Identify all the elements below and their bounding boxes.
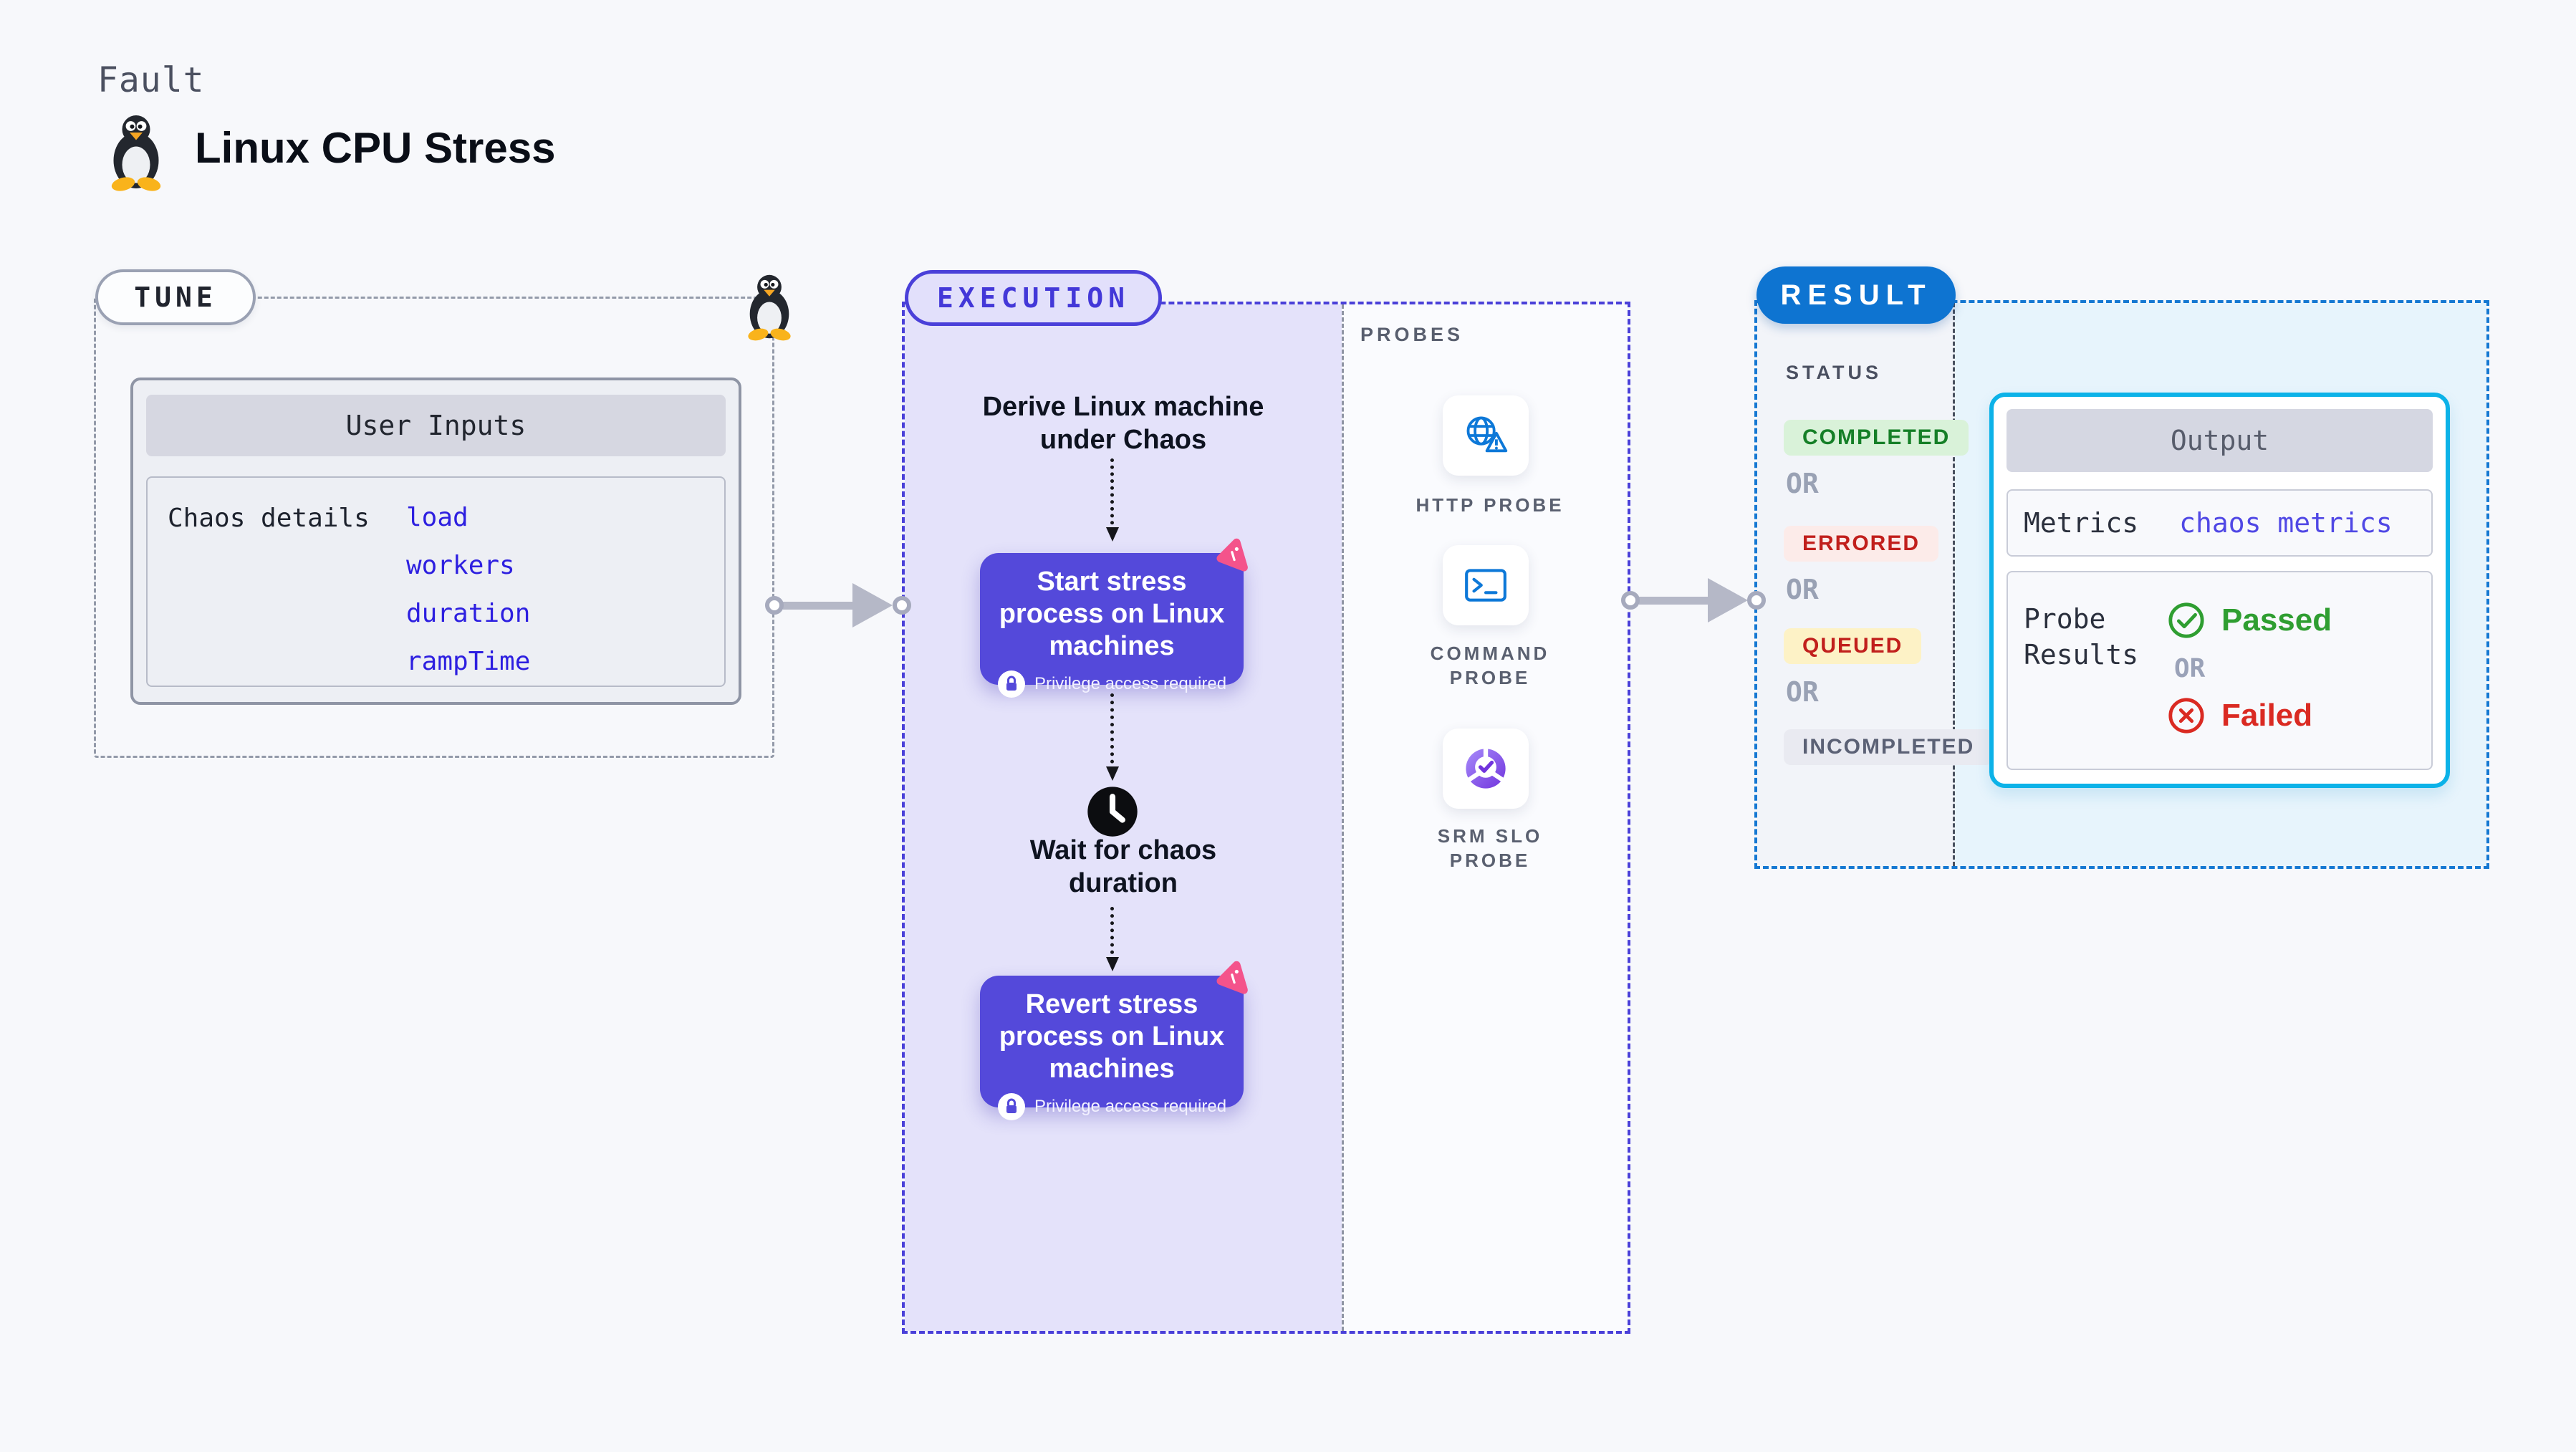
user-inputs-title: User Inputs xyxy=(146,395,726,456)
metrics-label: Metrics xyxy=(2024,507,2139,539)
probes-label: PROBES xyxy=(1360,324,1464,345)
srm-slo-probe-card xyxy=(1443,729,1529,809)
start-stress-step: Start stress process on Linux machines P… xyxy=(980,538,1248,698)
fault-kicker: Fault xyxy=(97,60,205,100)
arrow-tune-to-execution-head xyxy=(852,583,893,628)
status-label: STATUS xyxy=(1786,362,1882,383)
linux-penguin-icon xyxy=(111,115,161,191)
lock-icon xyxy=(997,1093,1025,1120)
output-title: Output xyxy=(2007,409,2433,472)
lock-icon xyxy=(997,670,1025,698)
param-link-workers[interactable]: workers xyxy=(406,551,515,580)
passed-label: Passed xyxy=(2221,602,2332,638)
chaos-details-label: Chaos details xyxy=(168,504,370,533)
connector-dot xyxy=(1621,591,1640,610)
http-probe-card xyxy=(1443,395,1529,476)
command-probe-label: COMMAND PROBE xyxy=(1430,643,1550,688)
or-separator: OR xyxy=(1786,574,1819,605)
arrow-execution-to-result-line xyxy=(1639,597,1709,605)
derive-step-text: Derive Linux machine under Chaos xyxy=(982,392,1264,455)
param-list: load workers duration rampTime xyxy=(406,494,530,686)
flow-arrow-down xyxy=(1106,907,1119,971)
tune-section xyxy=(94,297,774,758)
user-inputs-card: User Inputs Chaos details load workers d… xyxy=(130,378,741,705)
linux-penguin-icon-small xyxy=(748,274,791,341)
flow-arrow-down xyxy=(1106,693,1119,781)
failed-label: Failed xyxy=(2221,698,2313,733)
privilege-note: Privilege access required xyxy=(1034,674,1227,693)
globe-alert-icon xyxy=(1466,416,1508,453)
slo-donut-check-icon xyxy=(1466,747,1506,789)
clock-icon xyxy=(1087,787,1138,837)
result-badge: RESULT xyxy=(1756,266,1956,324)
execution-badge: EXECUTION xyxy=(905,270,1162,326)
probe-results-values: Passed OR Failed xyxy=(2167,601,2332,769)
status-errored-badge: ERRORED xyxy=(1784,526,1939,562)
param-link-duration[interactable]: duration xyxy=(406,599,531,628)
chaos-fault-icon xyxy=(1216,538,1248,572)
revert-stress-step: Revert stress process on Linux machines … xyxy=(980,961,1248,1120)
or-separator: OR xyxy=(1786,468,1819,499)
page-title: Linux CPU Stress xyxy=(195,124,556,172)
status-completed-badge: COMPLETED xyxy=(1784,420,1969,456)
status-incompleted-badge: INCOMPLETED xyxy=(1784,729,1994,765)
passed-row: Passed xyxy=(2167,601,2332,640)
srm-slo-probe-label: SRM SLO PROBE xyxy=(1437,825,1543,871)
probe-results-row: Probe Results Passed OR xyxy=(2007,571,2433,770)
connector-dot xyxy=(893,596,911,615)
failed-row: Failed xyxy=(2167,696,2332,735)
check-circle-icon xyxy=(2168,602,2204,638)
chaos-metrics-link[interactable]: chaos metrics xyxy=(2179,507,2393,539)
x-circle-icon xyxy=(2168,698,2204,734)
wait-step-text: Wait for chaos duration xyxy=(1029,835,1217,898)
chaos-details-box: Chaos details load workers duration ramp… xyxy=(146,476,726,687)
status-queued-badge: QUEUED xyxy=(1784,628,1922,664)
param-link-load[interactable]: load xyxy=(406,503,468,532)
output-card: Output Metrics chaos metrics Probe Resul… xyxy=(1989,393,2450,788)
http-probe-label: HTTP PROBE xyxy=(1416,494,1565,516)
param-link-ramptime[interactable]: rampTime xyxy=(406,647,531,676)
status-column xyxy=(1757,303,1955,866)
or-separator: OR xyxy=(2174,654,2206,683)
arrow-execution-to-result-head xyxy=(1708,578,1748,622)
command-probe-card xyxy=(1443,545,1529,625)
privilege-note: Privilege access required xyxy=(1034,1097,1227,1116)
connector-dot xyxy=(1747,591,1766,610)
metrics-row: Metrics chaos metrics xyxy=(2007,489,2433,557)
tune-badge: TUNE xyxy=(95,269,256,325)
arrow-tune-to-execution-line xyxy=(783,602,855,610)
terminal-icon xyxy=(1465,569,1506,602)
connector-dot xyxy=(765,596,784,615)
probe-results-label: Probe Results xyxy=(2024,603,2139,670)
chaos-fault-icon xyxy=(1216,961,1248,994)
flow-arrow-down xyxy=(1106,458,1119,542)
or-separator: OR xyxy=(1786,676,1819,708)
